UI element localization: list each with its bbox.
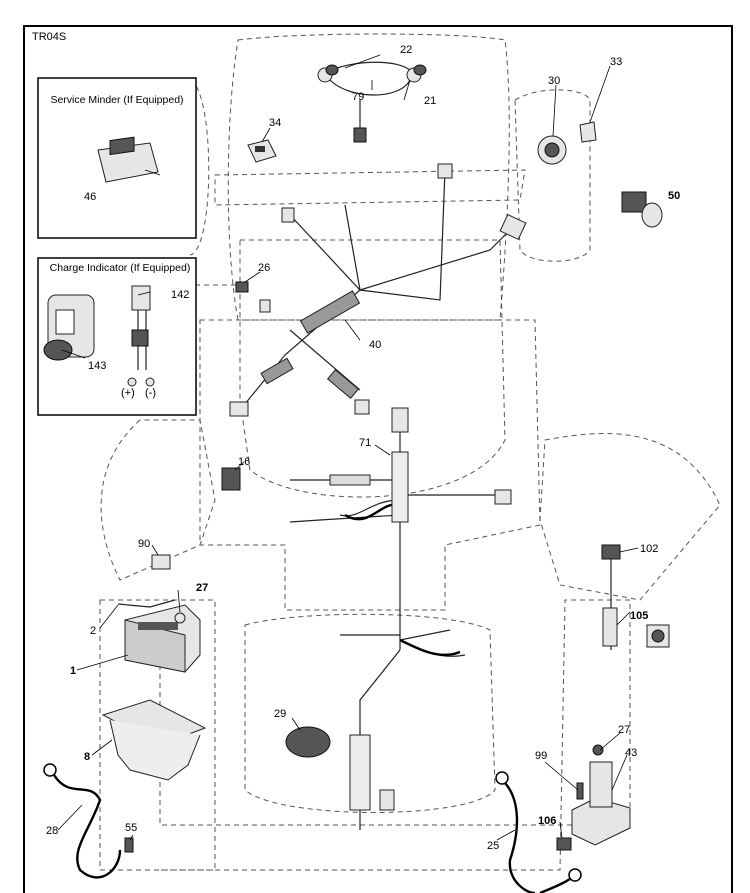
callout-27-battery: 27 [196, 582, 208, 594]
callout-143: 143 [88, 360, 106, 372]
callout-99: 99 [535, 750, 547, 762]
callout-102: 102 [640, 543, 658, 555]
callout-8: 8 [84, 751, 90, 763]
solenoid [646, 624, 670, 648]
left-fender-outline [100, 419, 216, 581]
callout-1: 1 [70, 665, 76, 677]
callout-25: 25 [487, 840, 499, 852]
callout-22: 22 [400, 44, 412, 56]
charge-indicator-title: Charge Indicator (If Equipped) [50, 262, 191, 274]
brake-switch [601, 544, 621, 650]
diagram-frame [23, 25, 733, 893]
leader-lines [57, 54, 639, 841]
callout-50: 50 [668, 190, 680, 202]
ignition-key [579, 121, 597, 143]
charge-indicator-gauge [43, 294, 95, 361]
right-side-outline [514, 89, 591, 262]
service-minder-meter [97, 136, 159, 183]
seat-switch [285, 726, 331, 758]
ignition-switch [537, 135, 567, 165]
callout-26: 26 [258, 262, 270, 274]
callout-142: 142 [171, 289, 189, 301]
positive-terminal-label: (+) [121, 387, 135, 399]
callout-34: 34 [269, 117, 281, 129]
ground-cable [52, 774, 122, 879]
battery [124, 604, 201, 673]
relay [221, 467, 241, 491]
callout-90: 90 [138, 538, 150, 550]
rear-harness [289, 407, 512, 830]
light-switch [247, 139, 277, 163]
callout-2: 2 [90, 625, 96, 637]
fuse [235, 281, 249, 293]
callout-105: 105 [630, 610, 648, 622]
battery-cable-short [117, 599, 176, 608]
hood-outline [227, 33, 510, 321]
callout-43: 43 [625, 747, 637, 759]
starter-solenoid [556, 744, 631, 851]
charge-indicator-harness [127, 285, 155, 387]
callout-40: 40 [369, 339, 381, 351]
negative-terminal-label: (-) [145, 387, 156, 399]
rear-outline [159, 599, 631, 871]
diagram-code: TR04S [32, 31, 66, 43]
callout-21: 21 [424, 95, 436, 107]
bolt-55 [124, 837, 134, 853]
callout-106: 106 [538, 815, 556, 827]
main-harness [229, 163, 527, 417]
battery-tray-outline [99, 599, 216, 871]
service-minder-title: Service Minder (If Equipped) [50, 94, 183, 106]
callout-27-solenoid: 27 [618, 724, 630, 736]
callout-28: 28 [46, 825, 58, 837]
callout-16: 16 [238, 456, 250, 468]
service-minder-link [189, 79, 210, 256]
callout-46: 46 [84, 191, 96, 203]
battery-tray [101, 699, 207, 781]
callout-30: 30 [548, 75, 560, 87]
dash-panel-outline [214, 169, 526, 206]
battery-bolt [174, 612, 186, 624]
seat-area-outline [244, 613, 496, 813]
headlight-harness [317, 61, 427, 143]
center-frame-outline [199, 319, 541, 611]
callout-79: 79 [352, 91, 364, 103]
callout-33: 33 [610, 56, 622, 68]
callout-71: 71 [359, 437, 371, 449]
relay-90 [151, 554, 171, 570]
callout-55: 55 [125, 822, 137, 834]
callout-29: 29 [274, 708, 286, 720]
right-fender-outline [539, 433, 721, 601]
pto-switch [621, 191, 663, 228]
